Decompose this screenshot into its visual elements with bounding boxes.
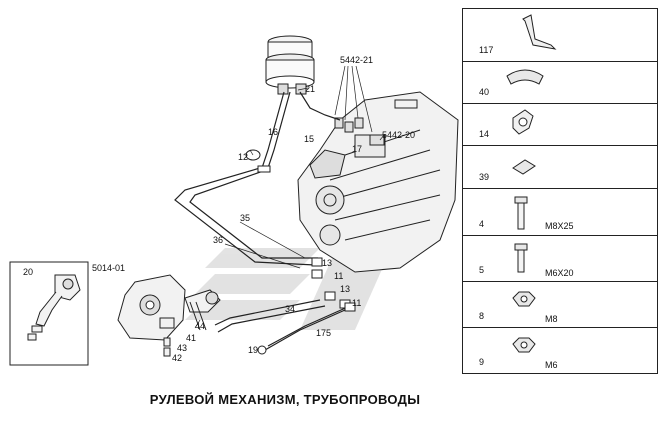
- callout-35: 35: [240, 213, 250, 223]
- bolt-icon: [514, 243, 528, 273]
- part-panel-14: 14: [462, 104, 658, 146]
- engine-block: [297, 91, 459, 273]
- callout-15: 15: [304, 134, 314, 144]
- part-spec: M8: [545, 314, 558, 324]
- callout-42: 42: [172, 353, 182, 363]
- nut-icon: [512, 337, 536, 353]
- part-panel-9: 9 M6: [462, 328, 658, 374]
- bracket-icon: [522, 14, 557, 50]
- pipe-clip-icon: [512, 109, 534, 135]
- bolt-icon: [514, 196, 528, 230]
- callout-41: 41: [186, 333, 196, 343]
- callout-13-lower: 13: [340, 284, 350, 294]
- drawing-caption: РУЛЕВОЙ МЕХАНИЗМ, ТРУБОПРОВОДЫ: [149, 392, 421, 407]
- part-number: 8: [479, 311, 485, 321]
- part-spec: M6: [545, 360, 558, 370]
- callout-12: 12: [238, 152, 248, 162]
- callout-11-lower: 11: [352, 298, 361, 308]
- clamp-pad-icon: [506, 69, 544, 85]
- part-panel-39: 39: [462, 146, 658, 189]
- part-number: 117: [479, 45, 494, 55]
- part-panel-8: 8 M8: [462, 282, 658, 328]
- callout-21: 21: [305, 84, 315, 94]
- part-number: 39: [479, 172, 490, 182]
- part-panel-5: 5 M6X20: [462, 236, 658, 282]
- pump-fittings: [334, 117, 385, 146]
- pipe-clamps: [245, 149, 356, 355]
- oil-reservoir: [265, 35, 315, 95]
- part-spec: M6X20: [545, 268, 574, 278]
- part-panel-117: 117: [462, 8, 658, 62]
- callout-5442-20: 5442-20: [382, 130, 415, 140]
- part-number: 14: [479, 129, 490, 139]
- leader-lines: [194, 65, 385, 329]
- steering-gear: [117, 274, 221, 357]
- callout-5442-21: 5442-21: [340, 55, 373, 65]
- callout-16: 16: [268, 127, 278, 137]
- hydraulic-pipes: [174, 91, 351, 351]
- part-panel-4: 4 M8X25: [462, 189, 658, 236]
- callout-36: 36: [213, 235, 223, 245]
- callout-34: 34: [285, 304, 295, 314]
- callout-43: 43: [177, 343, 187, 353]
- callout-20: 20: [23, 267, 33, 277]
- callout-11-upper: 11: [334, 271, 343, 281]
- callout-44: 44: [195, 321, 205, 331]
- nut-icon: [512, 291, 536, 307]
- part-number: 40: [479, 87, 490, 97]
- callout-17: 17: [352, 144, 362, 154]
- part-number: 9: [479, 357, 485, 367]
- part-number: 4: [479, 219, 485, 229]
- part-spec: M8X25: [545, 221, 574, 231]
- part-number: 5: [479, 265, 485, 275]
- plate-icon: [512, 159, 536, 175]
- part-panel-40: 40: [462, 62, 658, 104]
- callout-175: 175: [316, 328, 331, 338]
- callout-19: 19: [248, 345, 258, 355]
- callout-13-upper: 13: [322, 258, 332, 268]
- callout-5014-01: 5014-01: [92, 263, 125, 273]
- detail-20-fitting: [9, 261, 89, 366]
